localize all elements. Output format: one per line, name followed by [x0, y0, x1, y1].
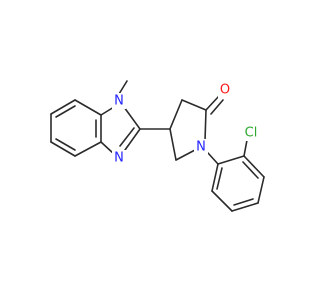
bond [257, 176, 265, 204]
bond [211, 163, 219, 192]
bond [207, 152, 219, 165]
bond [175, 149, 196, 161]
bond [100, 141, 115, 155]
atom-label-carbonyl-o: O [220, 83, 230, 98]
bond [100, 106, 115, 116]
atom-label-imidazole-n: N [114, 151, 124, 166]
bond [123, 106, 141, 130]
bond [169, 99, 183, 130]
bond [243, 139, 248, 157]
bond [50, 141, 76, 157]
atom-label-chloro: Cl [245, 126, 258, 141]
bond [231, 202, 259, 212]
molecule-structure: N N N O Cl [50, 80, 265, 212]
bond [233, 198, 254, 206]
structure-canvas: N N N O Cl [50, 80, 265, 212]
bond [242, 161, 259, 179]
bond [118, 80, 128, 95]
bond [243, 155, 265, 178]
atom-label-methyl-n: N [114, 94, 124, 109]
bond [216, 167, 223, 190]
bond [210, 99, 224, 115]
bond [50, 99, 76, 115]
bond [204, 109, 207, 142]
bond [119, 127, 135, 147]
bond [205, 95, 220, 111]
bond [55, 138, 76, 151]
bond [181, 99, 207, 111]
atom-label-lactam-n: N [196, 140, 206, 155]
bond [211, 190, 233, 212]
bond [74, 99, 102, 116]
bond [169, 128, 177, 161]
bond [217, 155, 245, 165]
bond [55, 105, 76, 118]
bond [74, 141, 102, 157]
bond [124, 128, 141, 151]
